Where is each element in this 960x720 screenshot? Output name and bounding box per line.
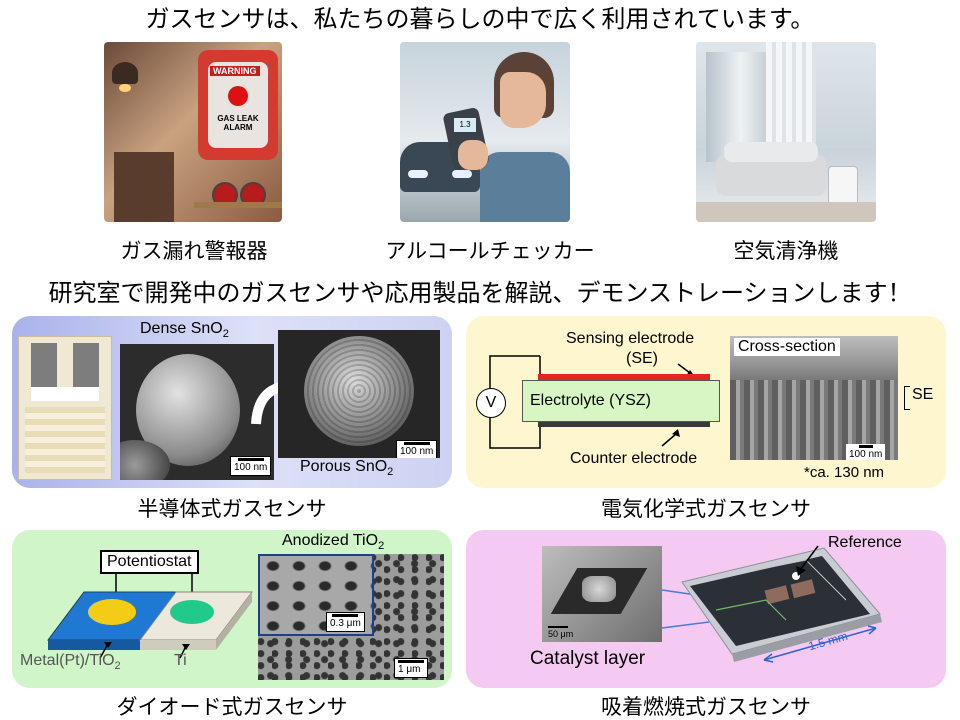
catalytic-chip-diagram	[661, 545, 882, 663]
se-bracket	[904, 386, 910, 410]
porous-sno2-label: Porous SnO2	[300, 458, 394, 479]
panel-electrochemical: Sensing electrode (SE) V Electrolyte (YS…	[466, 316, 946, 488]
catalyst-layer-label: Catalyst layer	[530, 648, 646, 669]
potentiostat-box: Potentiostat	[100, 550, 199, 574]
voltmeter-icon: V	[476, 388, 506, 418]
scale-bar-inset: 0.3 μm	[326, 612, 365, 632]
caption-gas-leak-alarm: ガス漏れ警報器	[120, 239, 268, 263]
alarm-light-icon	[228, 86, 248, 106]
gas-leak-alarm-photo: WARNING GAS LEAK ALARM	[104, 42, 282, 222]
sensing-electrode-label: Sensing electrode	[566, 330, 695, 347]
reference-label: Reference	[828, 534, 902, 551]
scale-bar-cross-section: 100 nm	[846, 444, 886, 460]
air-purifier-photo	[696, 42, 876, 222]
caption-electrochemical: 電気化学式ガスセンサ	[601, 497, 811, 521]
scale-bar-sem: 50 μm	[548, 626, 573, 639]
heading-top: ガスセンサは、私たちの暮らしの中で広く利用されています。	[145, 5, 815, 33]
panel-catalytic: 50 μm Reference Catalyst layer 1.5 mm	[466, 530, 946, 688]
checker-display: 1.3	[454, 118, 476, 132]
counter-electrode-label: Counter electrode	[570, 450, 698, 467]
cross-section-sem: Cross-section 100 nm	[730, 336, 898, 460]
caption-diode: ダイオード式ガスセンサ	[116, 695, 348, 719]
thickness-note: *ca. 130 nm	[804, 464, 885, 481]
gas-leak-alarm-text: GAS LEAK ALARM	[217, 114, 259, 132]
heading-middle: 研究室で開発中のガスセンサや応用製品を解説、デモンストレーションします！	[48, 279, 912, 307]
scale-bar-main: 1 μm	[394, 658, 428, 678]
dense-sem-image: 100 nm	[120, 344, 274, 480]
panel-semiconductor: Dense SnO2 100 nm 100 nm Porous SnO2	[12, 316, 452, 488]
cross-section-label: Cross-section	[734, 338, 840, 356]
diode-diagram	[47, 574, 253, 659]
sensing-electrode	[538, 374, 710, 380]
caption-catalytic: 吸着燃焼式ガスセンサ	[601, 695, 811, 719]
alcohol-checker-photo: 1.3	[400, 42, 570, 222]
electrolyte-label: Electrolyte (YSZ)	[530, 392, 651, 409]
metal-tio2-label: Metal(Pt)/TiO2	[20, 652, 121, 673]
se-label: (SE)	[626, 350, 658, 367]
electrolyte-layer	[522, 380, 720, 422]
ti-label: Ti	[174, 652, 187, 669]
tio2-inset-image: 0.3 μm	[258, 554, 374, 636]
dense-sno2-label: Dense SnO2	[140, 320, 229, 341]
caption-alcohol-checker: アルコールチェッカー	[385, 239, 595, 263]
catalyst-sem-image: 50 μm	[542, 546, 662, 642]
counter-electrode	[538, 422, 710, 427]
anodized-tio2-label: Anodized TiO2	[282, 532, 385, 553]
porous-sem-image: 100 nm	[278, 330, 440, 458]
caption-semiconductor: 半導体式ガスセンサ	[137, 497, 327, 521]
scale-bar-porous: 100 nm	[396, 440, 438, 458]
warning-sign: WARNING	[210, 66, 260, 76]
scale-bar-dense: 100 nm	[230, 456, 272, 476]
sensor-chip	[18, 336, 112, 480]
panel-diode: Potentiostat Metal(Pt)/TiO2 Ti Anodized …	[12, 530, 452, 688]
se-tag: SE	[912, 386, 934, 403]
caption-air-purifier: 空気清浄機	[733, 239, 839, 263]
